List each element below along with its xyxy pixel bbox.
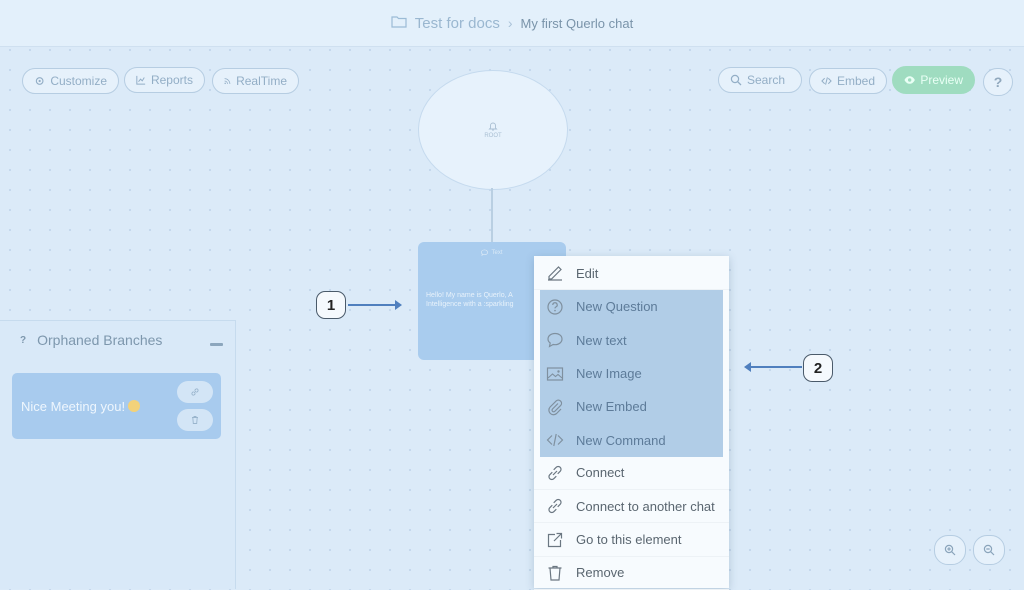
menu-item-label: New text [576, 332, 627, 348]
text-node-line: Intelligence with a :sparkling [426, 301, 514, 308]
orphaned-branches-panel: ? Orphaned Branches Nice Meeting you! [0, 320, 236, 589]
realtime-button[interactable]: RealTime [212, 68, 299, 94]
preview-label: Preview [920, 73, 963, 87]
zoom-in-icon [944, 544, 956, 556]
menu-item-new-question[interactable]: New Question [540, 290, 723, 324]
callout-number: 2 [813, 359, 823, 377]
node-connector [491, 188, 493, 242]
callout-1-arrow [348, 300, 402, 310]
code-icon [546, 434, 564, 447]
menu-item-new-embed[interactable]: New Embed [540, 390, 723, 424]
menu-item-go-to-element[interactable]: Go to this element [534, 523, 729, 557]
help-label: ? [993, 74, 1003, 90]
menu-item-label: Remove [576, 565, 625, 581]
menu-item-connect-other-chat[interactable]: Connect to another chat [534, 490, 729, 524]
menu-item-label: Go to this element [576, 532, 682, 548]
customize-label: Customize [50, 74, 107, 88]
root-node[interactable]: ROOT [418, 70, 568, 190]
menu-item-edit[interactable]: Edit [534, 257, 729, 291]
orphan-card-text: Nice Meeting you! [21, 399, 141, 414]
menu-item-label: New Embed [576, 399, 647, 415]
bell-icon [488, 122, 498, 131]
callout-1: 1 [316, 291, 346, 319]
search-button[interactable]: Search [718, 67, 802, 93]
orphan-delete-button[interactable] [177, 409, 213, 431]
help-button[interactable]: ? [983, 68, 1013, 96]
embed-label: Embed [836, 74, 875, 88]
link-icon [548, 499, 562, 514]
help-icon: ? [20, 334, 27, 346]
zoom-out-button[interactable] [973, 535, 1005, 565]
orphan-card[interactable]: Nice Meeting you! [12, 373, 221, 439]
text-node-type: Text [491, 249, 503, 256]
menu-item-connect[interactable]: Connect [534, 457, 729, 491]
menu-item-label: New Command [576, 432, 666, 448]
trash-icon [192, 416, 198, 424]
folder-icon [391, 15, 407, 31]
menu-item-new-image[interactable]: New Image [540, 356, 723, 391]
menu-item-label: New Image [576, 366, 642, 382]
breadcrumb: Test for docs › My first Querlo chat [0, 0, 1024, 47]
trash-icon [548, 565, 562, 581]
breadcrumb-folder[interactable]: Test for docs [414, 14, 500, 32]
paperclip-icon [548, 399, 563, 416]
search-icon [730, 74, 742, 86]
chat-bubble-icon [547, 333, 563, 348]
chat-bubble-icon [481, 249, 489, 256]
embed-button[interactable]: Embed [809, 68, 887, 94]
code-icon [821, 77, 832, 85]
reports-button[interactable]: Reports [124, 67, 205, 93]
orphan-link-button[interactable] [177, 381, 213, 403]
root-label: ROOT [484, 133, 502, 139]
edit-icon [548, 266, 562, 281]
gear-icon [35, 77, 44, 85]
image-icon [546, 366, 564, 381]
customize-button[interactable]: Customize [22, 68, 119, 94]
question-circle-icon [547, 299, 563, 315]
menu-item-remove[interactable]: Remove [534, 557, 729, 590]
callout-2-arrow [744, 362, 802, 372]
menu-item-label: New Question [576, 299, 658, 315]
menu-item-new-text[interactable]: New text [540, 323, 723, 357]
realtime-label: RealTime [236, 74, 287, 88]
reports-label: Reports [150, 73, 193, 87]
eye-icon [904, 76, 915, 84]
callout-2: 2 [803, 354, 833, 382]
link-icon [548, 465, 562, 481]
menu-item-label: Connect to another chat [576, 498, 715, 514]
smiley-icon [128, 400, 141, 412]
link-icon [191, 388, 199, 396]
context-menu: Edit New Question New text New Image New… [534, 256, 729, 590]
callout-number: 1 [326, 296, 336, 314]
breadcrumb-chat: My first Querlo chat [520, 15, 634, 31]
external-link-icon [547, 532, 563, 547]
orphaned-title: Orphaned Branches [37, 332, 163, 348]
breadcrumb-separator: › [507, 15, 513, 31]
orphaned-header: ? Orphaned Branches [0, 321, 235, 359]
chart-icon [136, 75, 146, 85]
rss-icon [224, 78, 231, 85]
collapse-icon[interactable] [210, 342, 223, 346]
menu-item-label: Connect [576, 465, 625, 481]
text-node-line: Hello! My name is Querlo, A [426, 292, 513, 299]
text-node-header: Text [418, 249, 566, 256]
preview-button[interactable]: Preview [892, 66, 975, 94]
search-label: Search [747, 73, 786, 87]
zoom-out-icon [983, 544, 995, 556]
menu-item-new-command[interactable]: New Command [540, 423, 723, 457]
menu-item-label: Edit [576, 265, 599, 281]
zoom-in-button[interactable] [934, 535, 966, 565]
text-node-body: Hello! My name is Querlo, A Intelligence… [418, 291, 544, 309]
